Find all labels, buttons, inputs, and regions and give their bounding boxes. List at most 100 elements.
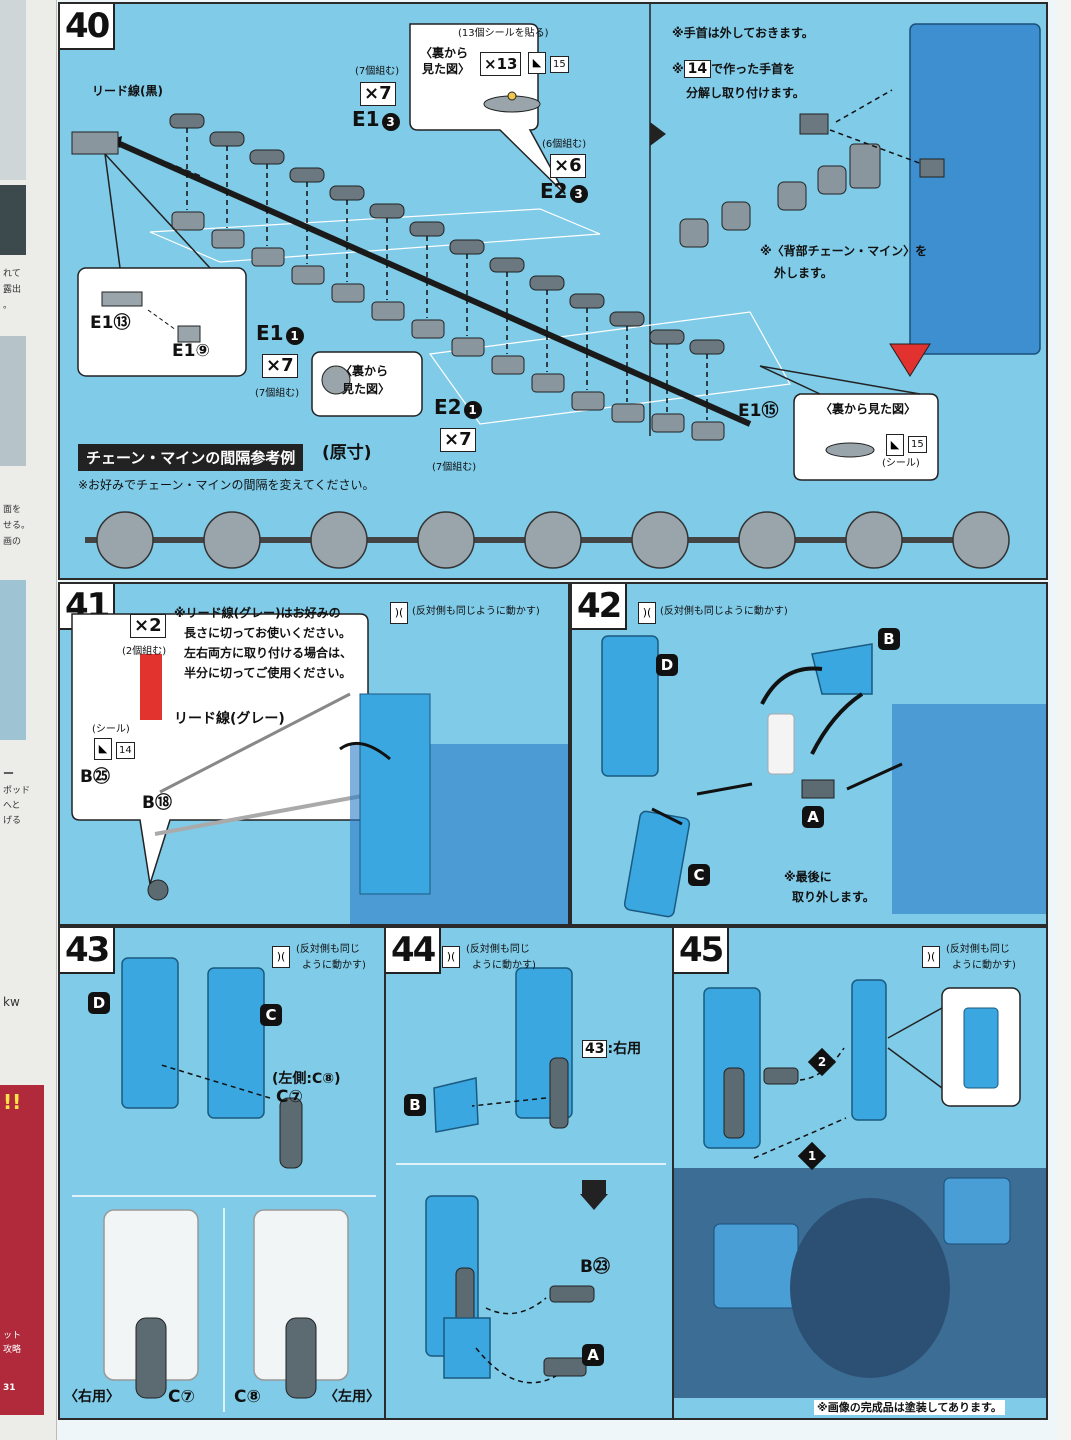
page-number-fragment: 31	[3, 1383, 16, 1393]
photo-fragment	[0, 185, 26, 255]
part-letter-d: D	[88, 992, 110, 1014]
left-use-label: 〈左用〉	[324, 1389, 380, 1405]
part-label-b25: B㉕	[80, 767, 110, 787]
text-fragment: kw	[3, 995, 20, 1009]
text-fragment: ー	[3, 767, 14, 780]
instruction-sheet: 40	[58, 0, 1058, 1440]
wrist-note: ※手首は外しておきます。	[672, 26, 814, 40]
multiplier: ×6	[550, 154, 586, 178]
part-label-e1-13: E1⑬	[90, 313, 131, 333]
mirror-note: (反対側も同じ	[466, 944, 530, 955]
order-marker-2: 2	[807, 1047, 837, 1077]
text-fragment: れて	[3, 269, 21, 279]
cut-note-line: 半分に切ってご使用ください。	[184, 666, 352, 680]
mirror-note: ように動かす)	[472, 960, 536, 971]
lead-wire-black-label: リード線(黒)	[92, 84, 163, 98]
multiplier: ×7	[262, 354, 298, 378]
part-label-e1-15: E1⑮	[738, 401, 779, 421]
text-fragment: 画の	[3, 537, 22, 547]
sticker-multiplier: ×13	[480, 52, 522, 76]
back-view-label: 〈裏から見た図〉	[820, 402, 917, 416]
step-number: 43	[60, 928, 116, 974]
text-fragment: 面を	[3, 505, 22, 515]
cut-note-line: 長さに切ってお使いください。	[184, 626, 352, 640]
part-label-c7: C⑦	[168, 1387, 195, 1407]
order-marker-1: 1	[797, 1141, 827, 1171]
part-label-e1-9: E1⑨	[172, 341, 210, 361]
step-45-panel: 45 )( (反対側も同じ ように動かす) 2 1 ※画像の完成品は塗装してあり…	[672, 926, 1048, 1420]
part-letter-c: C	[688, 864, 710, 886]
step-number: 45	[674, 928, 730, 974]
group-count: (7個組む)	[355, 66, 400, 77]
mirror-note: ように動かす)	[952, 960, 1016, 971]
sticker-number: 15	[550, 56, 569, 73]
step-41-panel: 41 ×2 (2個組む) ※リード線(グレー)はお好みの 長さに切ってお使いくだ…	[58, 582, 570, 926]
sticker-icon: ◣	[886, 434, 904, 456]
mirror-note: (反対側も同じように動かす)	[660, 606, 788, 617]
sticker-note: (13個シールを貼る)	[458, 28, 549, 39]
chain-spacing-note: ※お好みでチェーン・マインの間隔を変えてください。	[78, 478, 375, 492]
group-count: (7個組む)	[255, 388, 300, 399]
step-42-diagram	[601, 635, 1046, 918]
mirror-note: (反対側も同じ	[296, 944, 360, 955]
mirror-icon: )(	[442, 946, 460, 968]
group-count: (6個組む)	[542, 139, 587, 150]
photo-fragment	[0, 1085, 44, 1415]
back-view-label: 見た図〉	[342, 382, 391, 396]
text-fragment: 露出	[3, 285, 22, 295]
back-view-label: 〈裏から	[340, 364, 389, 378]
part-label-c8: C⑧	[234, 1387, 261, 1407]
sticker-icon: ◣	[528, 52, 546, 74]
group-count: (2個組む)	[122, 646, 167, 657]
step-43-diagram	[72, 957, 376, 1412]
back-view-label: 見た図〉	[422, 62, 471, 76]
step-42-panel: 42 )( (反対側も同じように動かす) D B A C ※最後に 取り外します…	[570, 582, 1048, 926]
multiplier: ×7	[440, 428, 476, 452]
actual-size-label: (原寸)	[322, 443, 372, 463]
mirror-note: ように動かす)	[302, 960, 366, 971]
sticker-label: (シール)	[882, 458, 920, 469]
step-41-diagram	[71, 613, 568, 924]
mirror-note: (反対側も同じように動かす)	[412, 606, 540, 617]
chain-remove-note: ※〈背部チェーン・マイン〉を	[760, 244, 928, 258]
right-use-label: 〈右用〉	[64, 1389, 120, 1405]
step-44-diagram	[396, 967, 666, 1384]
cut-note-line: ※リード線(グレー)はお好みの	[174, 606, 341, 620]
text-fragment: 攻略	[3, 1345, 22, 1355]
wrist-attach-note: 分解し取り付けます。	[686, 86, 805, 100]
part-letter-a: A	[582, 1344, 604, 1366]
chain-spacing-title: チェーン・マインの間隔参考例	[78, 444, 304, 471]
painted-photo-note: ※画像の完成品は塗装してあります。	[814, 1400, 1005, 1415]
step-number: 42	[572, 584, 628, 630]
right-use-reference: 43:右用	[582, 1040, 641, 1058]
mirror-note: (反対側も同じ	[946, 944, 1010, 955]
left-side-note: (左側:C⑧)	[272, 1071, 341, 1087]
text-fragment: 。	[3, 301, 13, 311]
text-fragment: げる	[3, 816, 22, 826]
multiplier: ×7	[360, 82, 396, 106]
sticker-number: 15	[908, 436, 927, 453]
part-letter-b: B	[404, 1094, 426, 1116]
step-43-panel: 43 )( (反対側も同じ ように動かす) D C (左側:C⑧) C⑦ 〈右用…	[58, 926, 386, 1420]
previous-page-strip: れて 露出 。 面を せる。 画の ー ポッド へと げる kw !! ット 攻…	[0, 0, 57, 1440]
back-view-label: 〈裏から	[420, 46, 469, 60]
mirror-icon: )(	[390, 602, 408, 624]
photo-fragment	[0, 336, 26, 466]
part-letter-c: C	[260, 1004, 282, 1026]
part-letter-d: D	[656, 654, 678, 676]
mirror-icon: )(	[922, 946, 940, 968]
sticker-icon: ◣	[94, 738, 112, 760]
part-letter-a: A	[802, 806, 824, 828]
step-44-panel: 44 )( (反対側も同じ ように動かす) 43:右用 B B㉓ A	[384, 926, 674, 1420]
mirror-icon: )(	[272, 946, 290, 968]
sticker-label: (シール)	[92, 724, 130, 735]
sticker-number: 14	[116, 742, 135, 759]
lead-wire-grey-label: リード線(グレー)	[174, 711, 285, 727]
mirror-icon: )(	[638, 602, 656, 624]
text-fragment: ット	[3, 1331, 22, 1341]
